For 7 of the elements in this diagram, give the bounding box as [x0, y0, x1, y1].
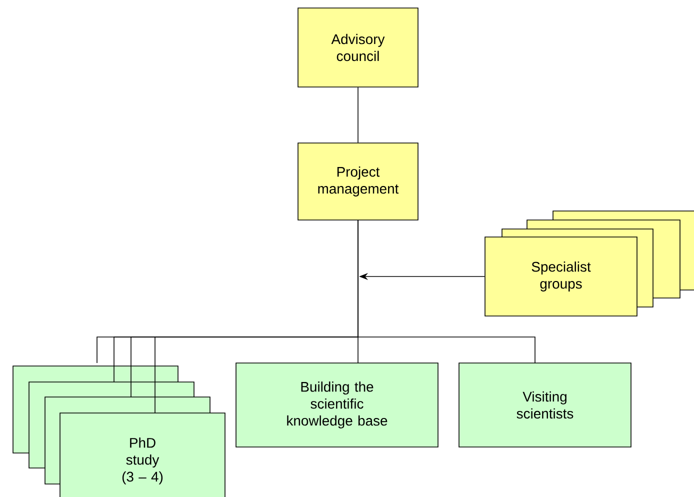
- org-box: Project management: [298, 142, 418, 220]
- stacked-boxes: Specialist groups: [484, 210, 694, 316]
- stacked-boxes: PhD study (3 – 4): [12, 366, 226, 497]
- org-box: Building the scientific knowledge base: [236, 362, 438, 448]
- org-box: Visiting scientists: [458, 362, 632, 448]
- connector: [358, 220, 536, 364]
- org-box: Advisory council: [298, 8, 418, 88]
